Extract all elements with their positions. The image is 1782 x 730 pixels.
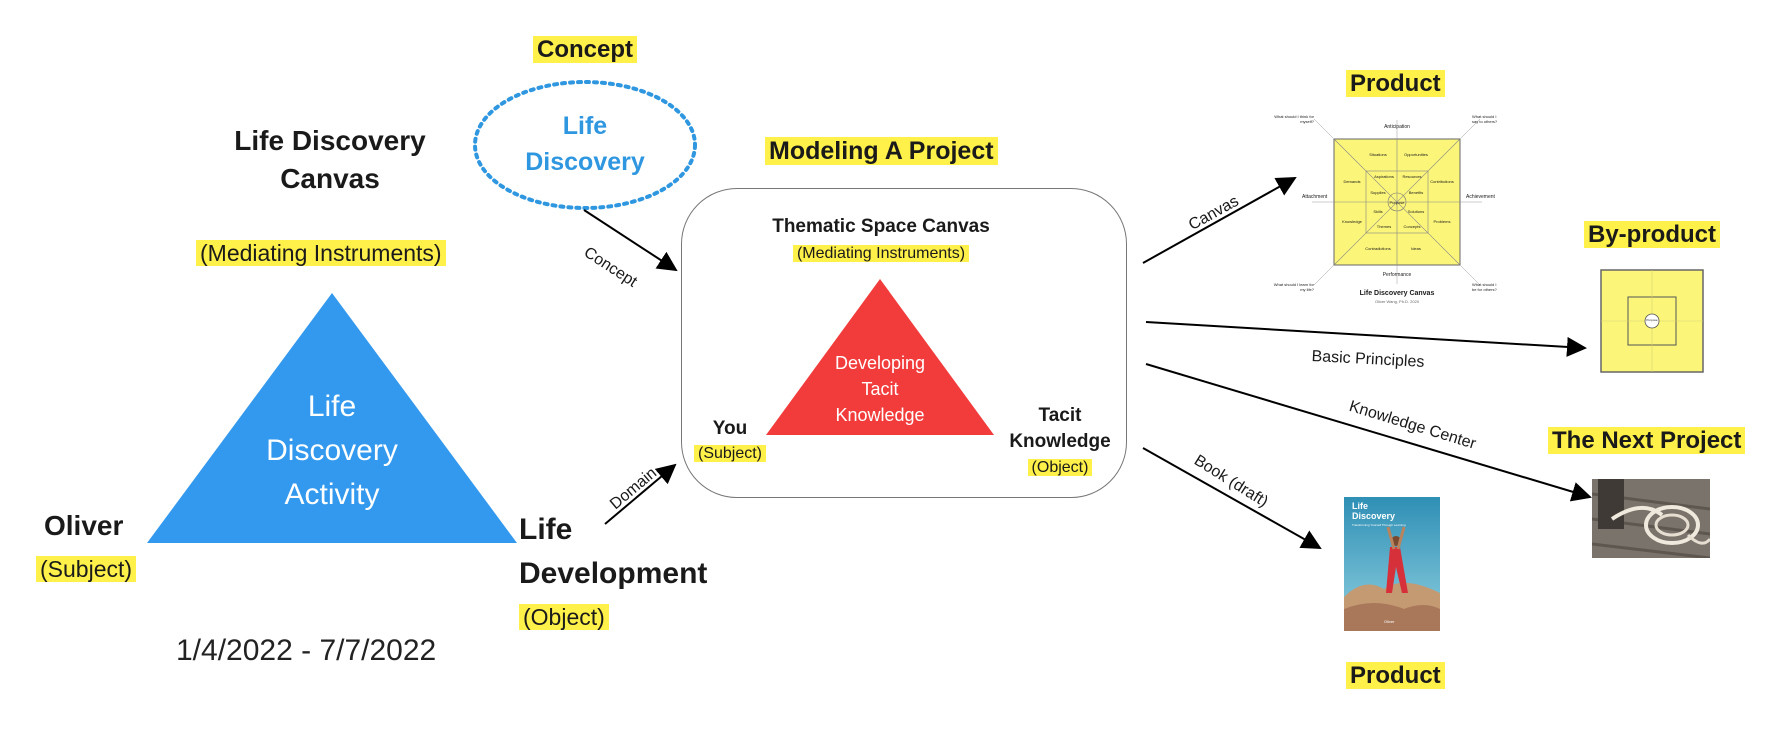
ldc-thumbnail: Anticipation Performance Attachment Achi…: [1272, 112, 1502, 304]
arrow-book: [1143, 448, 1320, 548]
rope-on-dock-image: [1592, 479, 1710, 558]
byproduct-thumbnail: Purpose: [1600, 269, 1704, 373]
ldc-cell-12: Skills: [1360, 209, 1396, 214]
ldc-label-left: Attachment: [1302, 194, 1327, 200]
book-title: Life Discovery: [1352, 501, 1395, 521]
ldc-corner-tl: What should I think for myself?: [1272, 114, 1314, 124]
ldc-cell-1: Opportunities: [1396, 152, 1436, 157]
ldc-cell-15: Concepts: [1394, 224, 1430, 229]
ldc-cell-13: Solutions: [1398, 209, 1434, 214]
ldc-cell-10: Supplies: [1360, 190, 1396, 195]
ldc-label-bottom: Performance: [1367, 272, 1427, 278]
byproduct-heading: By-product: [1584, 219, 1720, 251]
next-project-heading: The Next Project: [1548, 425, 1745, 457]
ldc-label-right: Achievement: [1466, 194, 1495, 200]
ldc-thumb-subtitle: Oliver Wang, Ph.D. 2020: [1337, 299, 1457, 304]
book-title-line1: Life: [1352, 501, 1395, 511]
book-subtitle: Transforming Yourself Through Learning: [1352, 523, 1412, 527]
ldc-corner-bl: What should I learn for my life?: [1272, 282, 1314, 292]
ldc-cell-3: Contributions: [1422, 179, 1462, 184]
ldc-label-center: Purpose: [1377, 200, 1417, 205]
ldc-thumb-title: Life Discovery Canvas: [1337, 290, 1457, 297]
book-title-line2: Discovery: [1352, 511, 1395, 521]
ldc-cell-6: Contradictions: [1358, 246, 1398, 251]
arrow-basic-principles: [1146, 322, 1585, 348]
byproduct-center-label: Purpose: [1640, 318, 1664, 322]
ldc-cell-0: Situations: [1358, 152, 1398, 157]
ldc-cell-7: Ideas: [1396, 246, 1436, 251]
book-author: Oliver: [1384, 619, 1394, 624]
product-bottom-heading: Product: [1346, 660, 1445, 692]
ldc-corner-br: What should I be for others?: [1472, 282, 1502, 292]
product-top-heading: Product: [1346, 68, 1445, 100]
ldc-cell-9: Resources: [1394, 174, 1430, 179]
ldc-label-top: Anticipation: [1367, 124, 1427, 130]
next-project-photo: [1592, 479, 1710, 558]
ldc-cell-11: Benefits: [1398, 190, 1434, 195]
ldc-corner-tr: What should I say to others?: [1472, 114, 1502, 124]
ldc-cell-2: Demands: [1332, 179, 1372, 184]
book-thumbnail: Life Discovery Transforming Yourself Thr…: [1344, 497, 1440, 631]
